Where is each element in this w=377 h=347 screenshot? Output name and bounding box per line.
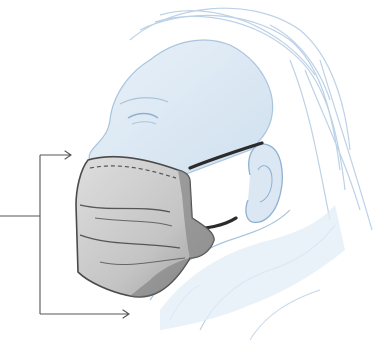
ear-sketch	[246, 144, 282, 222]
face-mask	[76, 157, 214, 297]
